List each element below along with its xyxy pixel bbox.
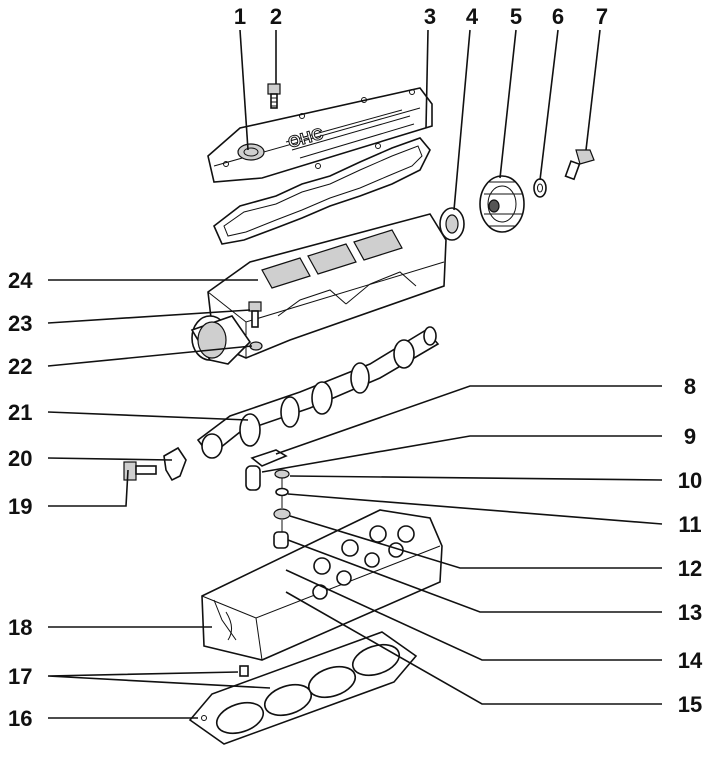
sprocket-washer: [533, 178, 547, 198]
label-8: 8: [684, 374, 696, 399]
label-14: 14: [678, 648, 703, 673]
thrust-plate: [163, 446, 187, 482]
label-9: 9: [684, 424, 696, 449]
label-2: 2: [270, 4, 282, 29]
label-21: 21: [8, 400, 32, 425]
label-22: 22: [8, 354, 32, 379]
label-11: 11: [678, 512, 701, 537]
part-labels: 1 2 3 4 5 6 7 24 23 22 21 20 19 18 17 16…: [8, 4, 703, 731]
label-24: 24: [8, 268, 33, 293]
label-17: 17: [8, 664, 32, 689]
camshaft-sprocket: [479, 175, 525, 233]
head-gasket: [188, 631, 418, 745]
cover-gasket: [213, 137, 431, 245]
label-18: 18: [8, 615, 32, 640]
label-10: 10: [678, 468, 702, 493]
label-7: 7: [596, 4, 608, 29]
label-13: 13: [678, 600, 702, 625]
label-19: 19: [8, 494, 32, 519]
leader-lines: [47, 29, 663, 719]
label-15: 15: [678, 692, 702, 717]
label-3: 3: [424, 4, 436, 29]
cylinder-head: [201, 509, 443, 661]
valve-cover: OHC: [207, 87, 433, 183]
camshaft-seal: [439, 207, 465, 241]
housing-bolt: [248, 301, 262, 328]
label-23: 23: [8, 311, 32, 336]
label-5: 5: [510, 4, 522, 29]
label-16: 16: [8, 706, 32, 731]
label-1: 1: [234, 4, 246, 29]
label-20: 20: [8, 446, 32, 471]
camshaft-housing: [190, 213, 447, 365]
cover-bolt: [267, 83, 281, 109]
label-6: 6: [552, 4, 564, 29]
label-4: 4: [466, 4, 479, 29]
label-12: 12: [678, 556, 702, 581]
sprocket-bolt: [564, 149, 595, 181]
plate-bolt: [123, 461, 157, 481]
camshaft: [196, 326, 440, 459]
